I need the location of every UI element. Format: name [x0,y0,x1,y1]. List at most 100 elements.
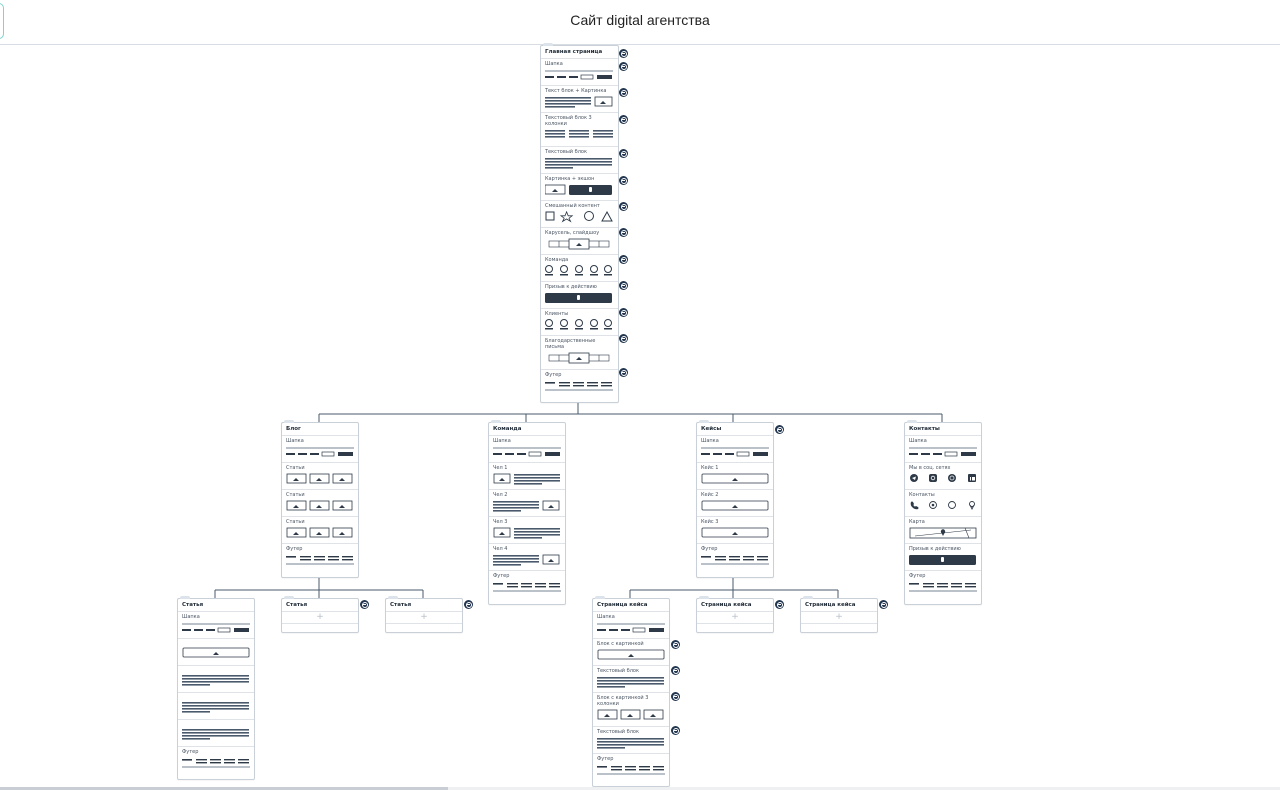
block-image[interactable] [178,638,254,665]
block-footer[interactable]: Футер [593,753,669,780]
add-block-button[interactable]: + [697,611,773,624]
block-call-to-action[interactable]: Призыв к действию [541,281,618,308]
block-header[interactable]: Шапка [593,611,669,638]
collapse-block-icon[interactable] [619,334,628,343]
collapse-block-icon[interactable] [671,666,680,675]
collapse-article-icon[interactable] [464,600,473,609]
block-image-3-columns[interactable]: Блок с картинкой 3 колонки [593,692,669,726]
case-image-wireframe [701,527,769,538]
card-blog[interactable]: Блог Шапка Статьи Статьи Статьи Футер [281,420,359,578]
collapse-block-icon[interactable] [619,62,628,71]
text-wireframe [182,729,249,740]
block-text-image[interactable]: Текст блок + Картинка [541,85,618,112]
collapse-main-page-icon[interactable] [619,49,628,58]
block-case[interactable]: Кейс 3 [697,516,773,543]
block-header[interactable]: Шапка [541,58,618,85]
block-carousel[interactable]: Карусель, слайдшоу [541,227,618,254]
block-person-image-right[interactable]: Чел 3 [489,516,565,543]
collapse-block-icon[interactable] [619,368,628,377]
block-footer[interactable]: Футер [697,543,773,570]
top-bar: Сайт digital агентства [0,0,1280,45]
block-text[interactable] [178,692,254,719]
collapse-block-icon[interactable] [619,202,628,211]
block-case[interactable]: Кейс 1 [697,462,773,489]
add-block-button[interactable]: + [386,611,462,624]
clients-wireframe [545,319,612,330]
block-clients[interactable]: Клиенты [541,308,618,335]
card-main-page[interactable]: Главная страница Шапка Текст блок + Карт… [540,43,619,403]
block-footer[interactable]: Футер [489,570,565,597]
block-text[interactable] [178,719,254,746]
card-article-collapsed[interactable]: Статья + [385,596,463,633]
block-person-image-left[interactable]: Чел 2 [489,489,565,516]
collapse-block-icon[interactable] [671,640,680,649]
block-person-image-right[interactable]: Чел 1 [489,462,565,489]
plus-icon: + [731,612,739,622]
collapse-block-icon[interactable] [619,228,628,237]
footer-wireframe [493,583,561,592]
block-person-image-left[interactable]: Чел 4 [489,543,565,570]
block-articles[interactable]: Статьи [282,489,358,516]
card-team[interactable]: Команда Шапка Чел 1 Чел 2 Чел 3 Чел 4 Фу… [488,420,566,605]
collapse-case-page-icon[interactable] [775,600,784,609]
collapse-block-icon[interactable] [619,255,628,264]
card-article[interactable]: Статья Шапка Футер [177,596,255,780]
collapse-article-icon[interactable] [360,600,369,609]
header-wireframe [545,70,613,80]
collapse-block-icon[interactable] [619,88,628,97]
collapse-block-icon[interactable] [619,281,628,290]
collapse-block-icon[interactable] [619,308,628,317]
block-header[interactable]: Шапка [282,435,358,462]
collapse-cases-icon[interactable] [775,425,784,434]
block-footer[interactable]: Футер [178,746,254,773]
collapse-block-icon[interactable] [619,149,628,158]
collapse-block-icon[interactable] [671,726,680,735]
block-header[interactable]: Шапка [697,435,773,462]
block-articles[interactable]: Статьи [282,462,358,489]
articles-wireframe [286,473,353,484]
block-footer[interactable]: Футер [541,369,618,397]
collapse-block-icon[interactable] [671,692,680,701]
add-block-button[interactable]: + [801,611,877,624]
header-wireframe [597,623,665,633]
block-text[interactable] [178,665,254,692]
block-articles[interactable]: Статьи [282,516,358,543]
horizontal-scrollbar[interactable] [0,787,1280,790]
block-text[interactable]: Текстовый блок [593,665,669,692]
card-case-page-collapsed[interactable]: Страница кейса + [800,596,878,633]
block-team[interactable]: Команда [541,254,618,281]
block-thank-you-letters[interactable]: Благодарственные письма [541,335,618,369]
collapse-block-icon[interactable] [619,176,628,185]
block-text[interactable]: Текстовый блок [541,146,618,173]
block-social[interactable]: Мы в соц. сетях [905,462,981,489]
collapse-block-icon[interactable] [619,115,628,124]
block-case[interactable]: Кейс 2 [697,489,773,516]
card-article-collapsed[interactable]: Статья + [281,596,359,633]
add-block-button[interactable]: + [282,611,358,624]
block-text-3-columns[interactable]: Текстовый блок 3 колонки [541,112,618,146]
block-image[interactable]: Блок с картинкой [593,638,669,665]
block-map[interactable]: Карта [905,516,981,543]
person-wireframe [493,473,560,485]
block-header[interactable]: Шапка [489,435,565,462]
block-call-to-action[interactable]: Призыв к действию [905,543,981,570]
block-footer[interactable]: Футер [282,543,358,570]
footer-wireframe [701,556,769,565]
team-wireframe [545,265,612,276]
plus-icon: + [420,612,428,622]
block-header[interactable]: Шапка [178,611,254,638]
card-case-page[interactable]: Страница кейса Шапка Блок с картинкой Те… [592,596,670,787]
block-footer[interactable]: Футер [905,570,981,597]
block-contacts[interactable]: Контакты [905,489,981,516]
card-cases[interactable]: Кейсы Шапка Кейс 1 Кейс 2 Кейс 3 Футер [696,420,774,578]
footer-wireframe [909,583,977,592]
block-mixed-content[interactable]: Смешанный контент [541,200,618,227]
plus-icon: + [835,612,843,622]
block-header[interactable]: Шапка [905,435,981,462]
card-case-page-collapsed[interactable]: Страница кейса + [696,596,774,633]
block-text[interactable]: Текстовый блок [593,726,669,753]
block-image-action[interactable]: Картинка + экшон [541,173,618,200]
collapse-case-page-icon[interactable] [879,600,888,609]
scrollbar-thumb[interactable] [0,787,448,790]
card-contacts[interactable]: Контакты Шапка Мы в соц. сетях Контакты … [904,420,982,605]
